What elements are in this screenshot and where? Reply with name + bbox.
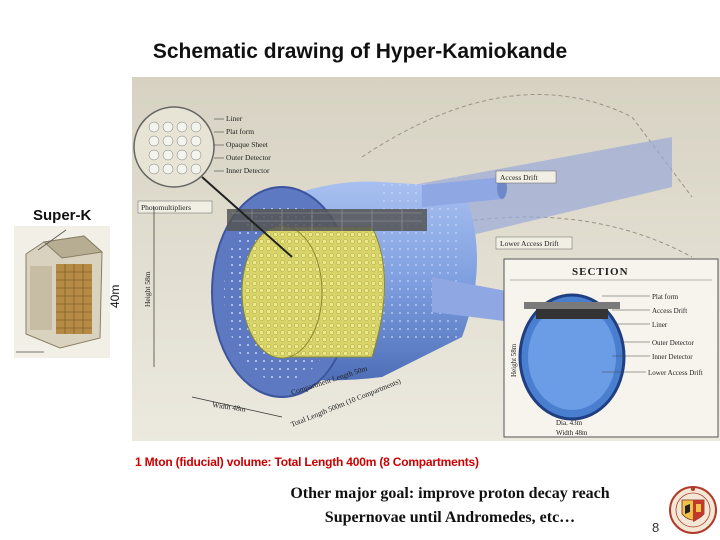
section-label-access-drift: Access Drift — [652, 307, 687, 315]
goal-text-line2: Supernovae until Andromedes, etc… — [324, 509, 576, 526]
label-photomultipliers: Photomultipliers — [141, 203, 191, 212]
label-height: Height 58m — [143, 271, 152, 307]
goal-text-line1: Other major goal: improve proton decay r… — [290, 485, 610, 502]
hyperk-schematic-image: Liner Plat form Opaque Sheet Outer Detec… — [132, 77, 720, 441]
figure-caption: 1 Mton (fiducial) volume: Total Length 4… — [135, 455, 479, 469]
page-number: 8 — [652, 520, 660, 535]
label-platform: Plat form — [226, 127, 254, 136]
label-access-drift: Access Drift — [500, 173, 539, 182]
label-opaque-sheet: Opaque Sheet — [226, 140, 269, 149]
section-label-liner: Liner — [652, 321, 668, 329]
label-inner-detector: Inner Detector — [226, 166, 270, 175]
section-label-lower-access-drift: Lower Access Drift — [648, 369, 703, 377]
superk-label: Super-K — [33, 207, 92, 224]
section-title: SECTION — [572, 266, 629, 278]
label-liner: Liner — [226, 114, 243, 123]
section-label-outer-detector: Outer Detector — [652, 339, 694, 347]
section-height: Height 58m — [510, 343, 518, 377]
label-outer-detector: Outer Detector — [226, 153, 271, 162]
slide-title: Schematic drawing of Hyper-Kamiokande — [152, 40, 568, 63]
label-lower-access-drift: Lower Access Drift — [500, 239, 560, 248]
section-label-platform: Plat form — [652, 293, 679, 301]
superk-height-label: 40m — [108, 284, 122, 308]
section-width: Width 48m — [556, 429, 588, 437]
section-label-inner-detector: Inner Detector — [652, 353, 693, 361]
university-seal-logo — [669, 486, 717, 534]
section-dia: Dia. 43m — [556, 419, 583, 427]
superk-detector-image — [14, 226, 110, 358]
